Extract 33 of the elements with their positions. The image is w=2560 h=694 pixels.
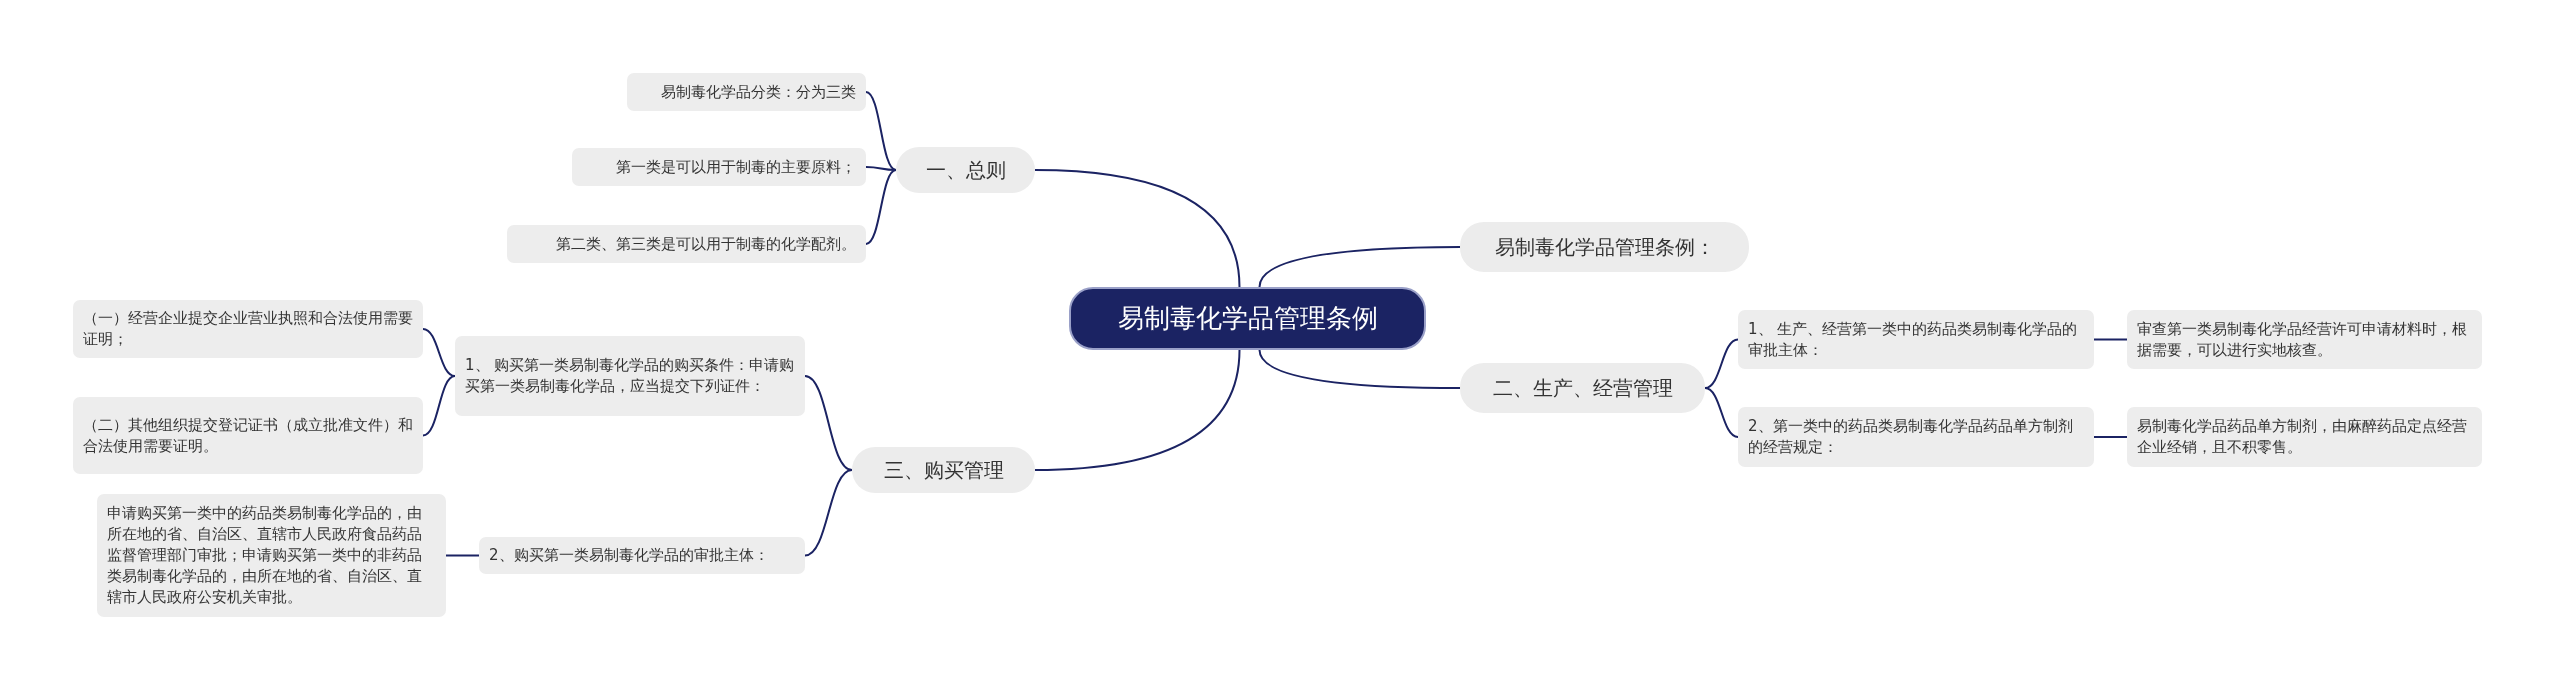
subtopic-box: 申请购买第一类中的药品类易制毒化学品的，由所在地的省、自治区、直辖市人民政府食品药品监督管理部门审批；申请购买第一类中的非药品类易制毒化学品的，由所在地的省、自治区、直辖市人民政府公安机关审批。 bbox=[97, 494, 446, 617]
topic-box: 一、总则 bbox=[896, 147, 1035, 193]
subtopic-box: 第二类、第三类是可以用于制毒的化学配剂。 bbox=[507, 225, 866, 263]
connector-line bbox=[2093, 436, 2128, 438]
connector-line bbox=[1258, 349, 1461, 389]
subtopic-box: 审查第一类易制毒化学品经营许可申请材料时，根据需要，可以进行实地核查。 bbox=[2127, 310, 2482, 369]
connector-line bbox=[1704, 387, 1739, 438]
subtopic-box: 1、 生产、经营第一类中的药品类易制毒化学品的审批主体： bbox=[1738, 310, 2094, 369]
connector-line bbox=[804, 375, 853, 471]
connector-line bbox=[1034, 349, 1241, 471]
connector-line bbox=[804, 469, 853, 557]
connector-line bbox=[1034, 169, 1241, 288]
topic-box: 三、购买管理 bbox=[852, 447, 1035, 493]
connector-line bbox=[445, 554, 480, 557]
subtopic-box: 2、购买第一类易制毒化学品的审批主体： bbox=[479, 537, 805, 574]
topic-box: 二、生产、经营管理 bbox=[1460, 363, 1705, 413]
topic-box: 易制毒化学品管理条例： bbox=[1460, 222, 1749, 272]
subtopic-box: 易制毒化学品分类：分为三类 bbox=[627, 73, 866, 111]
subtopic-box: （二）其他组织提交登记证书（成立批准文件）和合法使用需要证明。 bbox=[73, 397, 423, 474]
subtopic-box: 1、 购买第一类易制毒化学品的购买条件：申请购买第一类易制毒化学品，应当提交下列证件： bbox=[455, 336, 805, 416]
central-topic: 易制毒化学品管理条例 bbox=[1069, 287, 1426, 350]
connector-line bbox=[422, 328, 456, 377]
connector-line bbox=[422, 375, 456, 437]
connector-line bbox=[865, 169, 897, 245]
connector-line bbox=[865, 91, 897, 171]
connector-line bbox=[1704, 338, 1739, 389]
connector-line bbox=[1258, 246, 1461, 288]
connector-line bbox=[2093, 338, 2128, 341]
subtopic-box: 易制毒化学品药品单方制剂，由麻醉药品定点经营企业经销，且不积零售。 bbox=[2127, 407, 2482, 467]
subtopic-box: 2、第一类中的药品类易制毒化学品药品单方制剂的经营规定： bbox=[1738, 407, 2094, 467]
connector-line bbox=[865, 166, 897, 171]
subtopic-box: （一）经营企业提交企业营业执照和合法使用需要证明； bbox=[73, 300, 423, 358]
subtopic-box: 第一类是可以用于制毒的主要原料； bbox=[572, 148, 866, 186]
